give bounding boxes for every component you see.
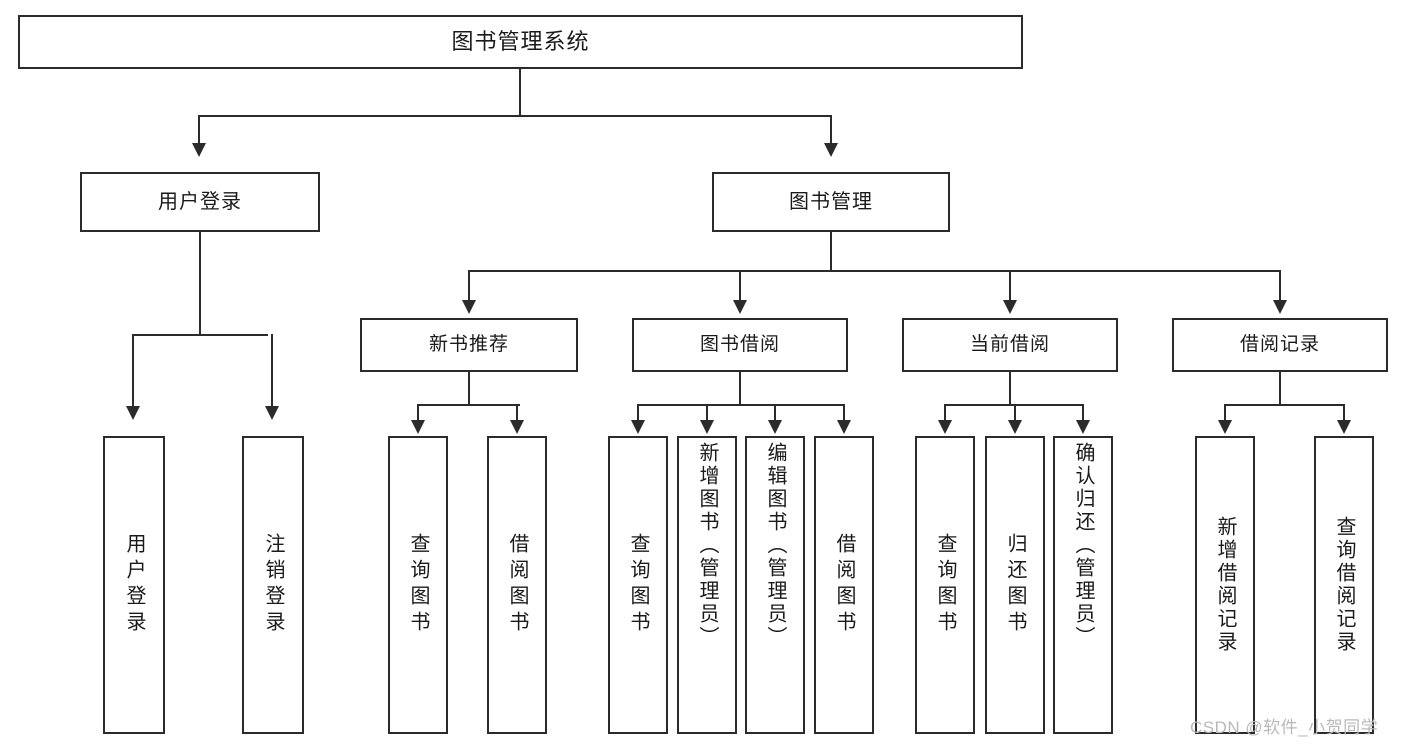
connector-userlogin-leg-2 xyxy=(271,334,273,408)
leaf-borrow-book-newrec: 借阅图书 xyxy=(487,436,547,734)
arrow-to-book-borrow xyxy=(733,300,747,314)
arrow-bookborrow-leaf-3 xyxy=(768,420,782,434)
connector-bookmanage-leg-2 xyxy=(739,270,741,302)
connector-bookmanage-leg-3 xyxy=(1009,270,1011,302)
arrow-newbook-leaf-1 xyxy=(411,420,425,434)
connector-root-leg-left xyxy=(198,115,200,145)
connector-newbook-stem xyxy=(468,372,470,406)
connector-bookmanage-leg-4 xyxy=(1279,270,1281,302)
connector-borrowrecord-stem xyxy=(1279,372,1281,406)
leaf-label: 查询图书 xyxy=(934,533,956,637)
connector-root-leg-right xyxy=(830,115,832,145)
connector-userlogin-bar xyxy=(132,334,268,336)
leaf-query-book-newrec: 查询图书 xyxy=(388,436,448,734)
arrow-to-user-login xyxy=(192,143,206,157)
node-borrow-record: 借阅记录 xyxy=(1172,318,1388,372)
leaf-edit-book-admin: 编辑图书（管理员） xyxy=(745,436,805,734)
arrow-to-book-manage xyxy=(824,143,838,157)
arrow-currentborrow-leaf-3 xyxy=(1076,420,1090,434)
connector-currentborrow-bar xyxy=(944,404,1083,406)
leaf-borrow-book: 借阅图书 xyxy=(814,436,874,734)
arrow-borrowrecord-leaf-2 xyxy=(1337,420,1351,434)
arrow-bookborrow-leaf-2 xyxy=(700,420,714,434)
leaf-label: 新增借阅记录 xyxy=(1214,516,1236,654)
watermark-text: CSDN @软件_小贺同学 xyxy=(1190,718,1379,737)
arrow-bookborrow-leaf-1 xyxy=(631,420,645,434)
leaf-label: 查询图书 xyxy=(407,533,429,637)
connector-root-bar xyxy=(198,115,832,117)
connector-bookmanage-leg-1 xyxy=(468,270,470,302)
connector-borrowrecord-leg-1 xyxy=(1224,404,1226,422)
connector-currentborrow-leg-2 xyxy=(1014,404,1016,422)
connector-newbook-leg-2 xyxy=(516,404,518,422)
connector-bookborrow-bar xyxy=(637,404,845,406)
leaf-query-book-borrow: 查询图书 xyxy=(608,436,668,734)
leaf-logout: 注销登录 xyxy=(242,436,304,734)
connector-root-stem xyxy=(519,69,521,116)
node-root-system: 图书管理系统 xyxy=(18,15,1023,69)
leaf-label: 借阅图书 xyxy=(506,533,528,637)
connector-newbook-bar xyxy=(417,404,520,406)
arrow-borrowrecord-leaf-1 xyxy=(1218,420,1232,434)
leaf-label: 借阅图书 xyxy=(833,533,855,637)
connector-bookborrow-leg-4 xyxy=(843,404,845,422)
connector-borrowrecord-leg-2 xyxy=(1343,404,1345,422)
node-user-login: 用户登录 xyxy=(80,172,320,232)
leaf-label: 编辑图书（管理员） xyxy=(764,442,786,649)
leaf-label: 查询图书 xyxy=(627,533,649,637)
arrow-currentborrow-leaf-2 xyxy=(1008,420,1022,434)
connector-currentborrow-leg-1 xyxy=(944,404,946,422)
node-current-borrow: 当前借阅 xyxy=(902,318,1118,372)
connector-bookmanage-bar xyxy=(468,270,1280,272)
connector-userlogin-stem xyxy=(199,232,201,336)
leaf-add-borrow-record: 新增借阅记录 xyxy=(1195,436,1255,734)
node-new-book-recommend: 新书推荐 xyxy=(360,318,578,372)
connector-newbook-leg-1 xyxy=(417,404,419,422)
arrow-to-current-borrow xyxy=(1003,300,1017,314)
arrow-to-leaf-user-login xyxy=(126,406,140,420)
node-book-borrow: 图书借阅 xyxy=(632,318,848,372)
connector-currentborrow-stem xyxy=(1009,372,1011,406)
leaf-label: 用户登录 xyxy=(123,533,145,637)
leaf-label: 确认归还（管理员） xyxy=(1072,442,1094,649)
arrow-bookborrow-leaf-4 xyxy=(837,420,851,434)
leaf-add-book-admin: 新增图书（管理员） xyxy=(677,436,737,734)
leaf-user-login: 用户登录 xyxy=(103,436,165,734)
leaf-confirm-return-admin: 确认归还（管理员） xyxy=(1053,436,1113,734)
connector-bookborrow-leg-3 xyxy=(774,404,776,422)
leaf-query-book-current: 查询图书 xyxy=(915,436,975,734)
connector-userlogin-leg-1 xyxy=(132,334,134,408)
arrow-to-new-book-rec xyxy=(462,300,476,314)
arrow-newbook-leaf-2 xyxy=(510,420,524,434)
leaf-label: 归还图书 xyxy=(1004,533,1026,637)
leaf-label: 注销登录 xyxy=(262,533,284,637)
leaf-label: 新增图书（管理员） xyxy=(696,442,718,649)
leaf-label: 查询借阅记录 xyxy=(1333,516,1355,654)
arrow-currentborrow-leaf-1 xyxy=(938,420,952,434)
node-book-manage: 图书管理 xyxy=(712,172,950,232)
connector-bookborrow-leg-2 xyxy=(706,404,708,422)
connector-bookborrow-leg-1 xyxy=(637,404,639,422)
connector-borrowrecord-bar xyxy=(1224,404,1344,406)
connector-currentborrow-leg-3 xyxy=(1082,404,1084,422)
connector-bookmanage-stem xyxy=(830,232,832,272)
arrow-to-borrow-record xyxy=(1273,300,1287,314)
leaf-return-book: 归还图书 xyxy=(985,436,1045,734)
arrow-to-leaf-logout xyxy=(265,406,279,420)
connector-bookborrow-stem xyxy=(739,372,741,406)
leaf-query-borrow-record: 查询借阅记录 xyxy=(1314,436,1374,734)
